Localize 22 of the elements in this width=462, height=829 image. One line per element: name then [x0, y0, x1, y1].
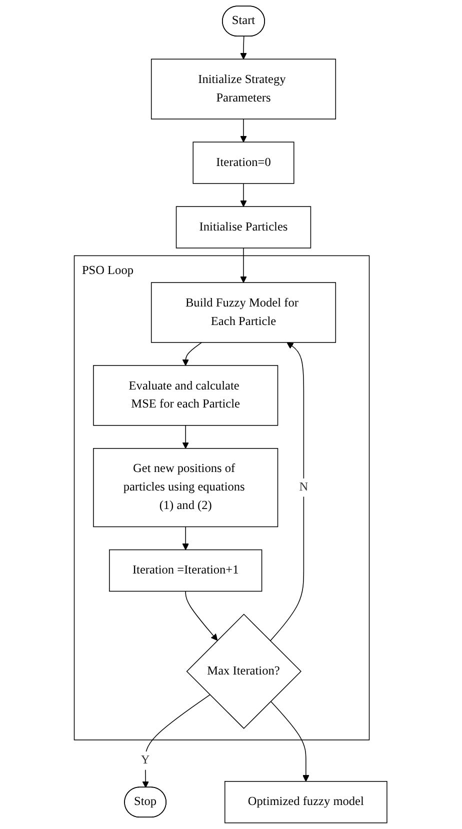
- arrow: [142, 694, 211, 788]
- arrow: [270, 342, 304, 642]
- edge-label: N: [300, 480, 309, 494]
- arrow: [182, 342, 202, 366]
- arrow: [240, 183, 248, 207]
- arrow: [182, 425, 190, 449]
- node-box: Initialise Particles: [176, 206, 312, 248]
- node-box: Iteration=0: [193, 142, 295, 184]
- node-box: Evaluate and calculate MSE for each Particle: [93, 365, 279, 426]
- arrow: [240, 118, 248, 142]
- node-box: Optimized fuzzy model: [224, 781, 388, 824]
- node-diamond: Max Iteration?: [186, 614, 302, 729]
- node-box: Build Fuzzy Model for Each Particle: [151, 282, 336, 343]
- arrow: [182, 526, 190, 550]
- node-box: Iteration =Iteration+1: [109, 549, 263, 592]
- node-box: Initialize Strategy Parameters: [151, 58, 336, 120]
- arrow: [240, 36, 248, 60]
- arrow: [186, 590, 218, 641]
- arrow: [270, 700, 310, 782]
- arrow: [240, 248, 248, 283]
- node-box: Get new positions of particles using equations (1) and (2): [93, 448, 279, 528]
- edge-label: Y: [141, 754, 150, 767]
